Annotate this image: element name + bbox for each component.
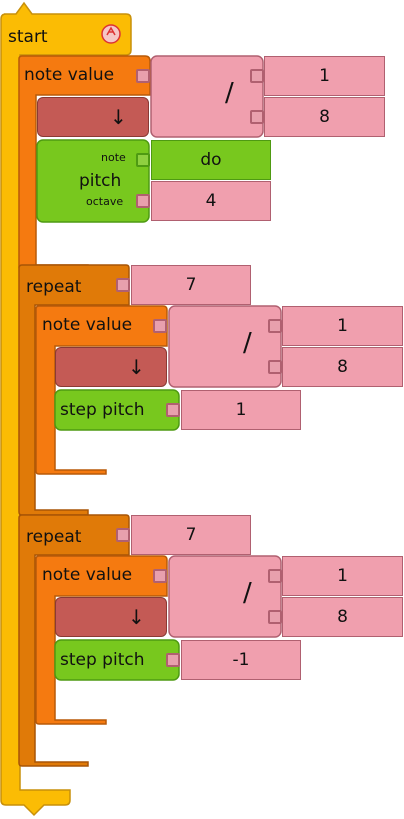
pitch-octave-small-label: octave xyxy=(86,195,124,208)
numerator-value-1[interactable]: 1 xyxy=(264,56,385,96)
connector-icon xyxy=(153,569,167,583)
step-value-2[interactable]: -1 xyxy=(181,640,301,680)
connector-icon xyxy=(153,319,167,333)
connector-icon xyxy=(136,194,150,208)
connector-icon xyxy=(116,528,130,542)
pitch-note-value[interactable]: do xyxy=(151,140,271,180)
divide-symbol-1: / xyxy=(225,78,234,108)
arrow-block-3[interactable] xyxy=(55,597,167,637)
connector-icon xyxy=(166,653,180,667)
note-value-label-1: note value xyxy=(24,65,115,85)
step-pitch-label-2: step pitch xyxy=(60,650,145,670)
arrow-down-icon-3: ↓ xyxy=(128,605,145,629)
start-label: start xyxy=(8,27,48,47)
divide-symbol-3: / xyxy=(243,578,252,608)
repeat-count-1[interactable]: 7 xyxy=(131,265,251,305)
connector-icon xyxy=(250,69,264,83)
connector-icon xyxy=(268,610,282,624)
connector-icon xyxy=(268,569,282,583)
repeat-label-1: repeat xyxy=(26,277,82,297)
connector-icon xyxy=(136,69,150,83)
divide-symbol-2: / xyxy=(243,328,252,358)
arrow-down-icon-1: ↓ xyxy=(110,105,127,129)
note-value-label-2: note value xyxy=(42,315,133,335)
denominator-value-2[interactable]: 8 xyxy=(282,347,403,387)
note-value-label-3: note value xyxy=(42,565,133,585)
pitch-octave-value[interactable]: 4 xyxy=(151,181,271,221)
denominator-value-1[interactable]: 8 xyxy=(264,97,385,137)
repeat-count-2[interactable]: 7 xyxy=(131,515,251,555)
connector-icon xyxy=(268,319,282,333)
pitch-label: pitch xyxy=(79,171,122,191)
repeat-label-2: repeat xyxy=(26,527,82,547)
denominator-value-3[interactable]: 8 xyxy=(282,597,403,637)
start-icon xyxy=(101,24,121,44)
connector-icon xyxy=(116,278,130,292)
arrow-block-2[interactable] xyxy=(55,347,167,387)
numerator-value-3[interactable]: 1 xyxy=(282,556,403,596)
step-pitch-label-1: step pitch xyxy=(60,400,145,420)
connector-icon xyxy=(136,153,150,167)
step-value-1[interactable]: 1 xyxy=(181,390,301,430)
connector-icon xyxy=(268,360,282,374)
arrow-down-icon-2: ↓ xyxy=(128,355,145,379)
pitch-note-small-label: note xyxy=(101,151,126,164)
arrow-block-1[interactable] xyxy=(37,97,149,137)
numerator-value-2[interactable]: 1 xyxy=(282,306,403,346)
connector-icon xyxy=(250,110,264,124)
connector-icon xyxy=(166,403,180,417)
